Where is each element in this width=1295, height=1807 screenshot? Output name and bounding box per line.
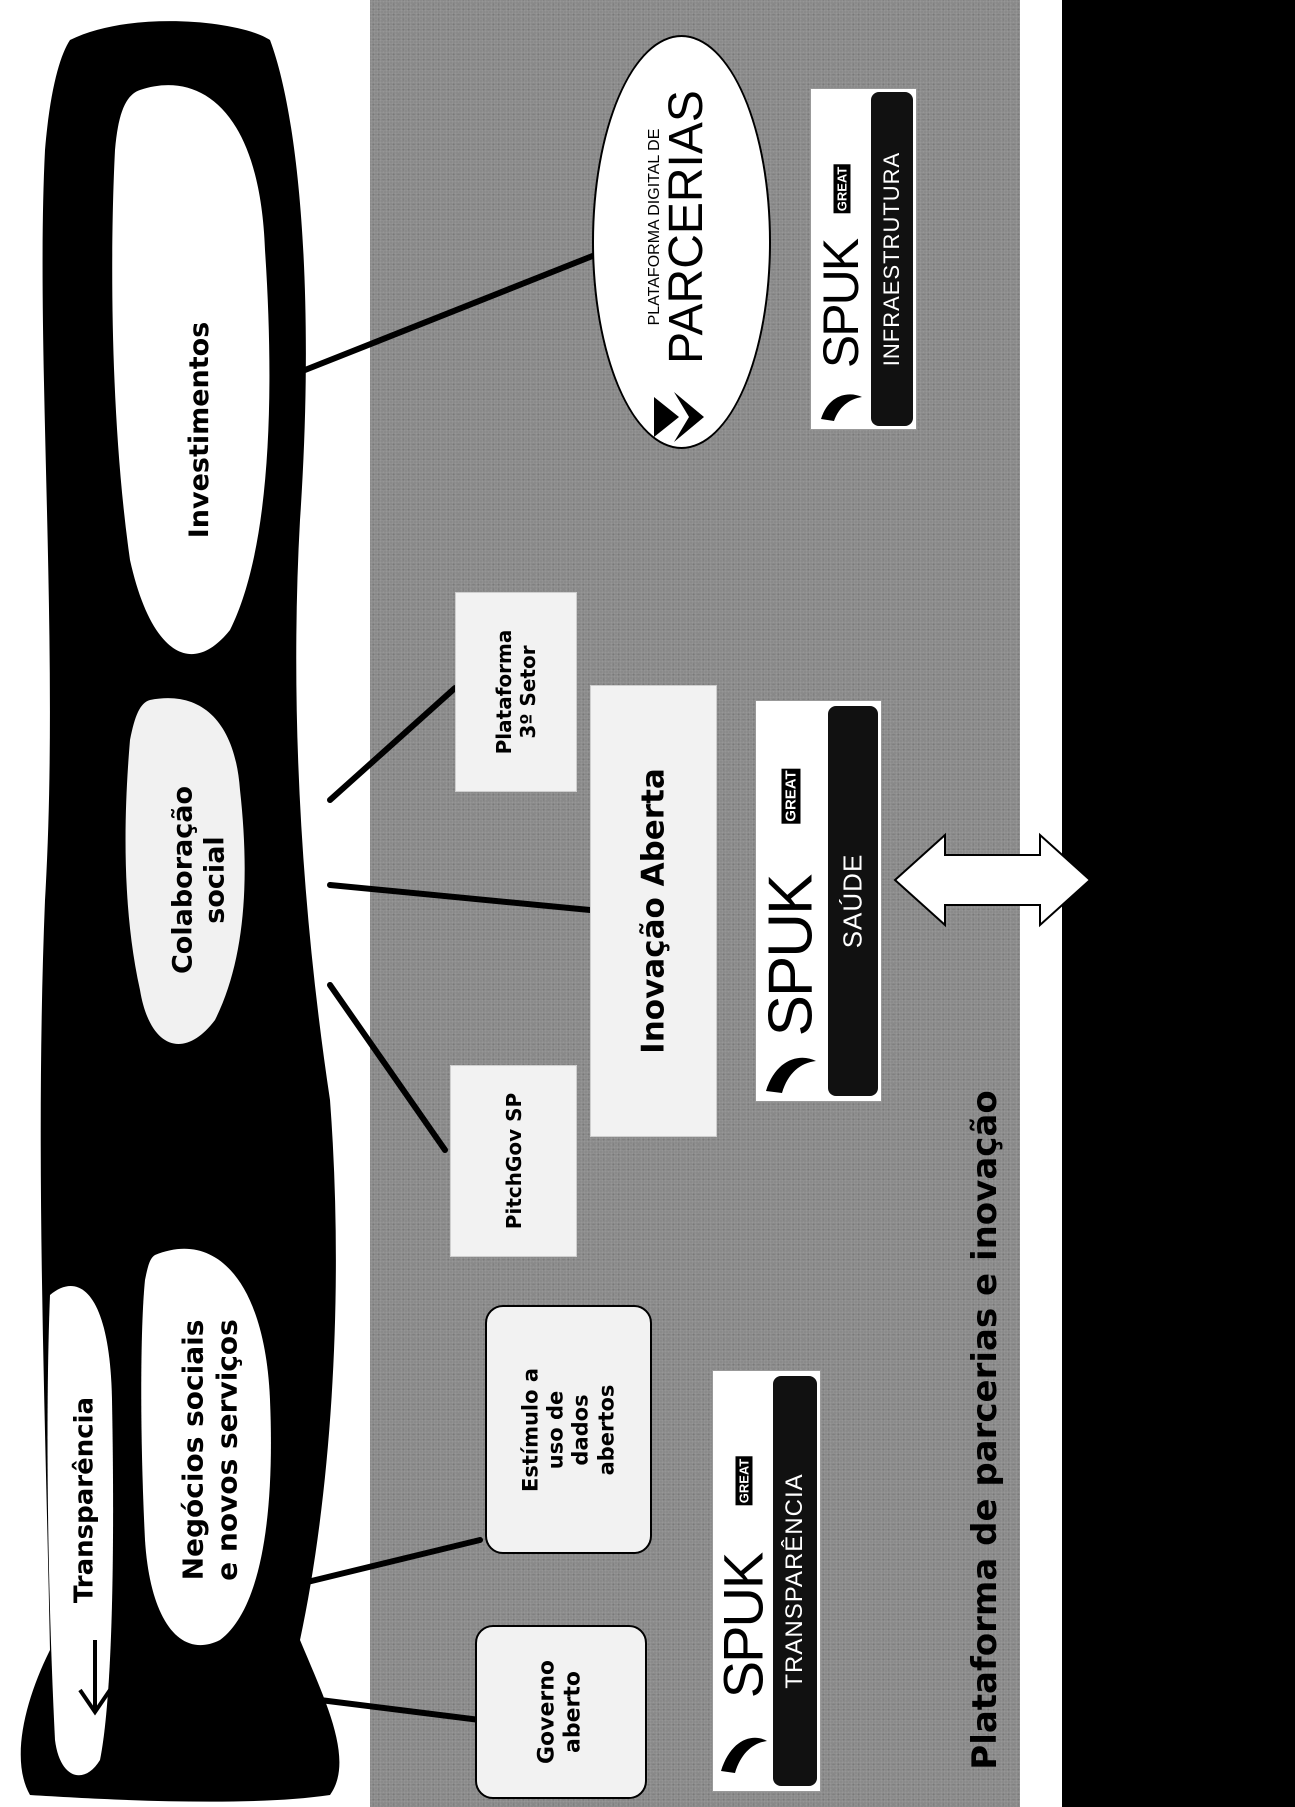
double-arrow xyxy=(893,832,1092,928)
connector-investimentos xyxy=(302,252,598,373)
colaboracao-bubble xyxy=(125,698,245,1044)
right-black-panel xyxy=(1062,0,1295,1807)
estimulo-box: Estímulo a uso de dados abertos xyxy=(485,1305,652,1554)
infra-bar-text: INFRAESTRUTURA xyxy=(879,151,904,367)
connector-plataforma3 xyxy=(327,685,458,803)
governo-line1: Governo xyxy=(534,1659,560,1765)
transparencia-arrow xyxy=(78,1640,112,1716)
spuk-saude-wing-icon xyxy=(766,1057,816,1093)
plataforma3-line1: Plataforma xyxy=(492,629,516,755)
parcerias-ellipse: PLATAFORMA DIGITAL DE PARCERIAS xyxy=(592,35,771,449)
governo-aberto-box: Governo aberto xyxy=(475,1625,647,1799)
spuk-infra-logo: SPUK GREAT INFRAESTRUTURA xyxy=(810,88,917,430)
spuk-transparencia-text: SPUK xyxy=(711,1553,774,1699)
spuk-saude-logo: SPUK GREAT SAÚDE xyxy=(755,700,882,1102)
connector-inovacao xyxy=(327,882,593,913)
investimentos-bubble xyxy=(112,85,270,655)
investimentos-text: Investimentos xyxy=(183,321,215,539)
estimulo-line3: dados xyxy=(568,1393,593,1466)
transparencia-text: Transparência xyxy=(69,1396,100,1604)
inovacao-aberta-box: Inovação Aberta xyxy=(590,685,717,1137)
spuk-infra-text: SPUK xyxy=(812,239,869,369)
negocios-bubble xyxy=(141,1248,271,1646)
connector-pitchgov xyxy=(327,982,448,1153)
governo-line2: aberto xyxy=(561,1671,586,1753)
parcerias-text-block: PLATAFORMA DIGITAL DE PARCERIAS xyxy=(614,77,744,377)
colaboracao-line1: Colaboração xyxy=(167,785,199,975)
plataforma3-line2: 3º Setor xyxy=(516,645,540,739)
connector-governo xyxy=(317,1697,483,1723)
estimulo-line4: abertos xyxy=(593,1384,618,1475)
plataforma-3setor-box: Plataforma 3º Setor xyxy=(455,592,577,792)
investimentos-label: Investimentos xyxy=(150,280,250,580)
panel-title: Plataforma de parcerias e inovação xyxy=(955,1060,1015,1800)
pitchgov-box: PitchGov SP xyxy=(450,1065,577,1257)
inovacao-text: Inovação Aberta xyxy=(634,768,671,1054)
estimulo-line2: uso de xyxy=(543,1390,568,1469)
spuk-infra-wing-icon xyxy=(821,394,862,421)
negocios-line1: Negócios sociais xyxy=(176,1319,210,1581)
transparencia-bar-text: TRANSPARÊNCIA xyxy=(781,1473,808,1689)
negocios-label: Negócios sociais e novos serviços xyxy=(155,1260,265,1640)
parcerias-big-text: PARCERIAS xyxy=(660,90,713,364)
great-infra-badge: GREAT xyxy=(833,164,850,214)
parcerias-logo-icon xyxy=(654,392,704,442)
pitchgov-text: PitchGov SP xyxy=(501,1092,526,1230)
spuk-transparencia-wing-icon xyxy=(721,1737,767,1773)
panel-title-text: Plataforma de parcerias e inovação xyxy=(965,1090,1005,1770)
negocios-line2: e novos serviços xyxy=(210,1319,243,1581)
great-transparencia-badge: GREAT xyxy=(735,1456,752,1506)
estimulo-line1: Estímulo a xyxy=(518,1367,543,1492)
colaboracao-label: Colaboração social xyxy=(150,730,250,1030)
spuk-saude-text: SPUK xyxy=(756,875,825,1037)
great-saude-badge: GREAT xyxy=(781,768,801,824)
colaboracao-line2: social xyxy=(200,836,231,924)
spuk-transparencia-logo: SPUK GREAT TRANSPARÊNCIA xyxy=(711,1370,821,1792)
connector-estimulo xyxy=(292,1537,483,1588)
saude-bar-text: SAÚDE xyxy=(837,853,868,949)
transparencia-arrow-label: Transparência xyxy=(60,1320,110,1680)
